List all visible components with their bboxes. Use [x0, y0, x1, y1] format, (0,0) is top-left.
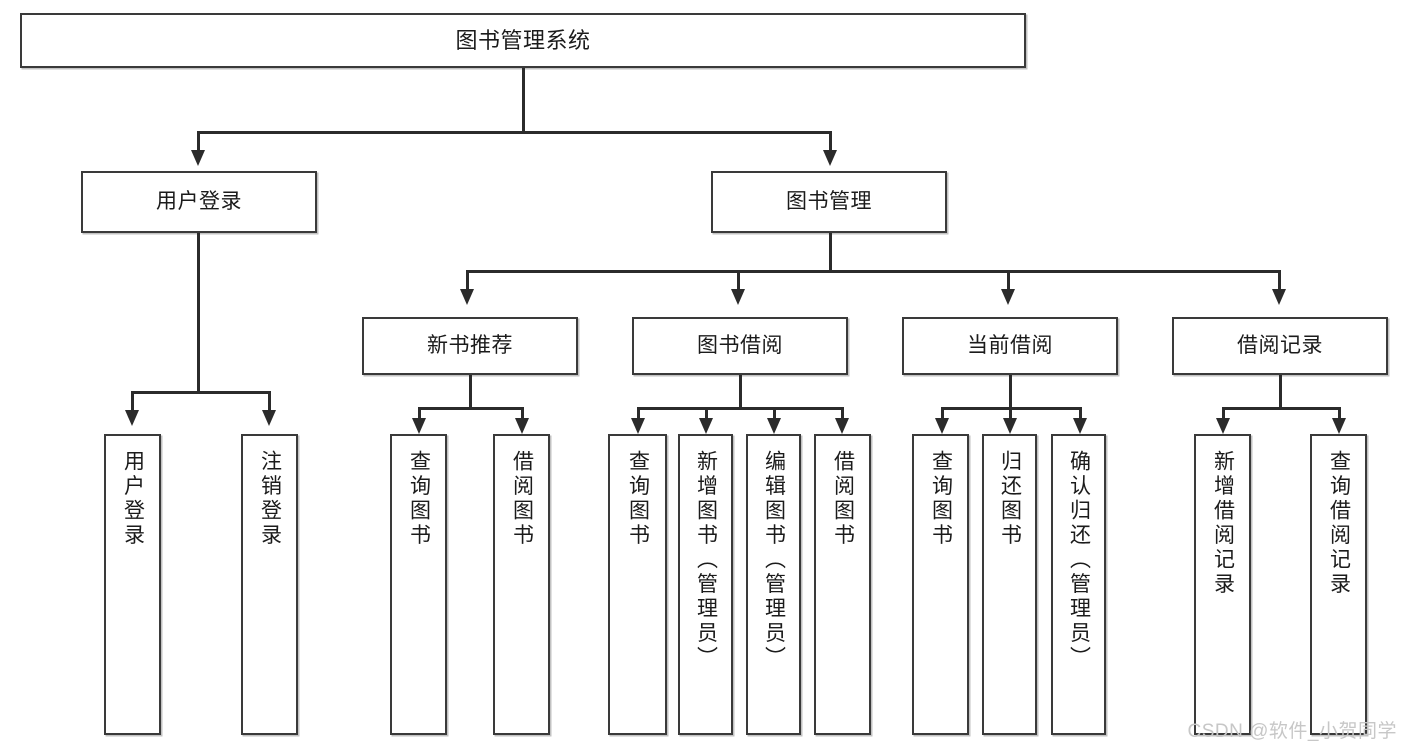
- leaf-user-login-logout[interactable]: 注销登录: [241, 434, 298, 735]
- leaf-record-query-borrow-record[interactable]: 查询借阅记录: [1310, 434, 1367, 735]
- connector-leg-l3-2: [737, 270, 740, 292]
- node-label: 查询图书: [929, 450, 953, 548]
- connector-leg-cb-2: [1009, 407, 1012, 420]
- leaf-current-return-book[interactable]: 归还图书: [982, 434, 1037, 735]
- node-user-login[interactable]: 用户登录: [81, 171, 317, 233]
- node-label: 新增借阅记录: [1211, 450, 1235, 597]
- arrowhead-cb-2: [1003, 418, 1017, 434]
- connector-book-mgmt-stem: [829, 233, 832, 271]
- leaf-borrow-edit-book-admin[interactable]: 编辑图书（管理员）: [746, 434, 801, 735]
- node-label: 图书管理系统: [455, 27, 591, 53]
- arrowhead-bb-2: [699, 418, 713, 434]
- connector-nbr-stem: [469, 375, 472, 408]
- node-book-borrow[interactable]: 图书借阅: [632, 317, 848, 375]
- node-borrow-record[interactable]: 借阅记录: [1172, 317, 1388, 375]
- node-label: 注销登录: [258, 450, 282, 548]
- arrowhead-bb-3: [767, 418, 781, 434]
- leaf-user-login-login[interactable]: 用户登录: [104, 434, 161, 735]
- connector-leg-l3-3: [1007, 270, 1010, 292]
- node-label: 当前借阅: [967, 333, 1053, 357]
- connector-leg-bb-4: [841, 407, 844, 420]
- connector-leg-user-login: [197, 131, 200, 153]
- connector-leg-l3-4: [1278, 270, 1281, 292]
- arrowhead-br-1: [1216, 418, 1230, 434]
- node-label: 借阅记录: [1237, 333, 1323, 357]
- node-label: 新书推荐: [427, 333, 513, 357]
- connector-leg-book-management: [829, 131, 832, 153]
- connector-leg-l3-1: [466, 270, 469, 292]
- connector-leg-nbr-2: [521, 407, 524, 420]
- connector-user-login-stem: [197, 233, 200, 392]
- leaf-new-book-borrow[interactable]: 借阅图书: [493, 434, 550, 735]
- node-label: 编辑图书（管理员）: [762, 450, 786, 671]
- connector-root-stem: [522, 68, 525, 132]
- node-label: 借阅图书: [831, 450, 855, 548]
- arrowhead-l3-4: [1272, 289, 1286, 305]
- connector-bb-stem: [739, 375, 742, 408]
- leaf-borrow-add-book-admin[interactable]: 新增图书（管理员）: [678, 434, 733, 735]
- connector-br-stem: [1279, 375, 1282, 408]
- connector-level3-bus: [466, 270, 1278, 273]
- arrowhead-book-management: [823, 150, 837, 166]
- connector-cb-stem: [1009, 375, 1012, 408]
- connector-leg-ul-2: [268, 391, 271, 413]
- connector-nbr-bus: [418, 407, 523, 410]
- arrowhead-cb-3: [1073, 418, 1087, 434]
- arrowhead-l3-2: [731, 289, 745, 305]
- arrowhead-nbr-2: [515, 418, 529, 434]
- node-label: 图书管理: [786, 189, 872, 213]
- arrowhead-l3-1: [460, 289, 474, 305]
- node-label: 用户登录: [156, 189, 242, 213]
- connector-leg-cb-3: [1079, 407, 1082, 420]
- arrowhead-bb-1: [631, 418, 645, 434]
- node-label: 借阅图书: [510, 450, 534, 548]
- leaf-current-query-book[interactable]: 查询图书: [912, 434, 969, 735]
- connector-bb-bus: [637, 407, 843, 410]
- node-book-management[interactable]: 图书管理: [711, 171, 947, 233]
- arrowhead-ul-1: [125, 410, 139, 426]
- arrowhead-l3-3: [1001, 289, 1015, 305]
- leaf-new-book-query[interactable]: 查询图书: [390, 434, 447, 735]
- node-label: 查询图书: [407, 450, 431, 548]
- connector-leg-bb-1: [637, 407, 640, 420]
- connector-user-login-bus: [131, 391, 269, 394]
- arrowhead-ul-2: [262, 410, 276, 426]
- node-label: 确认归还（管理员）: [1067, 450, 1091, 671]
- node-label: 查询借阅记录: [1327, 450, 1351, 597]
- connector-leg-nbr-1: [418, 407, 421, 420]
- arrowhead-nbr-1: [412, 418, 426, 434]
- node-label: 查询图书: [626, 450, 650, 548]
- node-root-book-management-system[interactable]: 图书管理系统: [20, 13, 1026, 68]
- node-label: 用户登录: [121, 450, 145, 548]
- connector-leg-bb-3: [773, 407, 776, 420]
- connector-root-bus: [197, 131, 831, 134]
- csdn-watermark: CSDN @软件_小贺同学: [1187, 721, 1397, 742]
- arrowhead-user-login: [191, 150, 205, 166]
- connector-leg-br-1: [1222, 407, 1225, 420]
- connector-leg-ul-1: [131, 391, 134, 413]
- arrowhead-br-2: [1332, 418, 1346, 434]
- node-label: 图书借阅: [697, 333, 783, 357]
- node-label: 新增图书（管理员）: [694, 450, 718, 671]
- leaf-borrow-query-book[interactable]: 查询图书: [608, 434, 667, 735]
- connector-leg-bb-2: [705, 407, 708, 420]
- node-label: 归还图书: [998, 450, 1022, 548]
- arrowhead-cb-1: [935, 418, 949, 434]
- leaf-record-add-borrow-record[interactable]: 新增借阅记录: [1194, 434, 1251, 735]
- node-current-borrow[interactable]: 当前借阅: [902, 317, 1118, 375]
- leaf-current-confirm-return-admin[interactable]: 确认归还（管理员）: [1051, 434, 1106, 735]
- node-new-book-recommend[interactable]: 新书推荐: [362, 317, 578, 375]
- arrowhead-bb-4: [835, 418, 849, 434]
- connector-leg-cb-1: [941, 407, 944, 420]
- connector-br-bus: [1222, 407, 1340, 410]
- connector-leg-br-2: [1338, 407, 1341, 420]
- leaf-borrow-borrow-book[interactable]: 借阅图书: [814, 434, 871, 735]
